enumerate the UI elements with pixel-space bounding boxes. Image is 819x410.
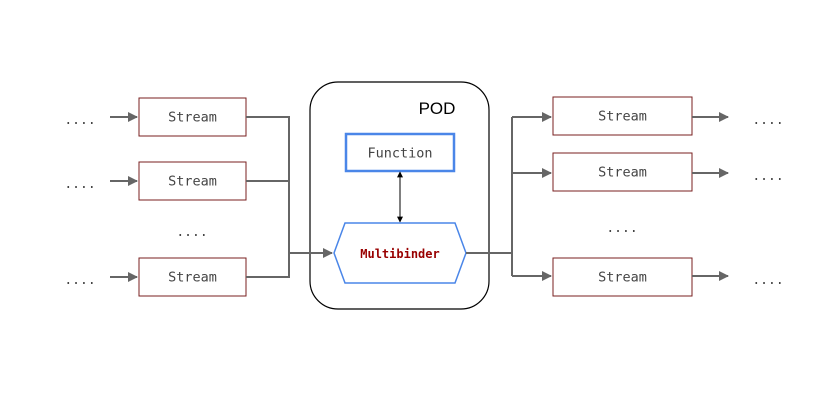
output-ellipsis-2: .... — [752, 169, 783, 184]
input-connector-3 — [246, 253, 290, 278]
function-box — [344, 132, 456, 173]
input-ellipsis-1: .... — [64, 113, 95, 128]
pod-label: POD — [419, 99, 456, 118]
input-ellipsis-2: .... — [64, 177, 95, 192]
input-stream-label-1: Stream — [168, 110, 217, 126]
input-ellipsis-middle: .... — [176, 225, 207, 240]
input-stream-label-2: Stream — [168, 174, 217, 190]
output-stream-box-3 — [552, 257, 693, 297]
output-stream-label-1: Stream — [598, 109, 647, 125]
output-stream-box-1 — [552, 96, 693, 136]
output-stream-box-2 — [552, 152, 693, 192]
output-ellipsis-3: .... — [752, 273, 783, 288]
output-ellipsis-1: .... — [752, 113, 783, 128]
function-label: Function — [367, 146, 432, 162]
output-stream-label-2: Stream — [598, 165, 647, 181]
input-connector-1 — [246, 116, 290, 253]
input-stream-label-3: Stream — [168, 270, 217, 286]
output-ellipsis-middle: .... — [606, 221, 637, 236]
input-stream-box-3 — [138, 257, 247, 297]
multibinder-label: Multibinder — [360, 247, 439, 261]
output-stream-label-3: Stream — [598, 270, 647, 286]
input-ellipsis-3: .... — [64, 273, 95, 288]
multibinder-hexagon — [333, 222, 467, 284]
